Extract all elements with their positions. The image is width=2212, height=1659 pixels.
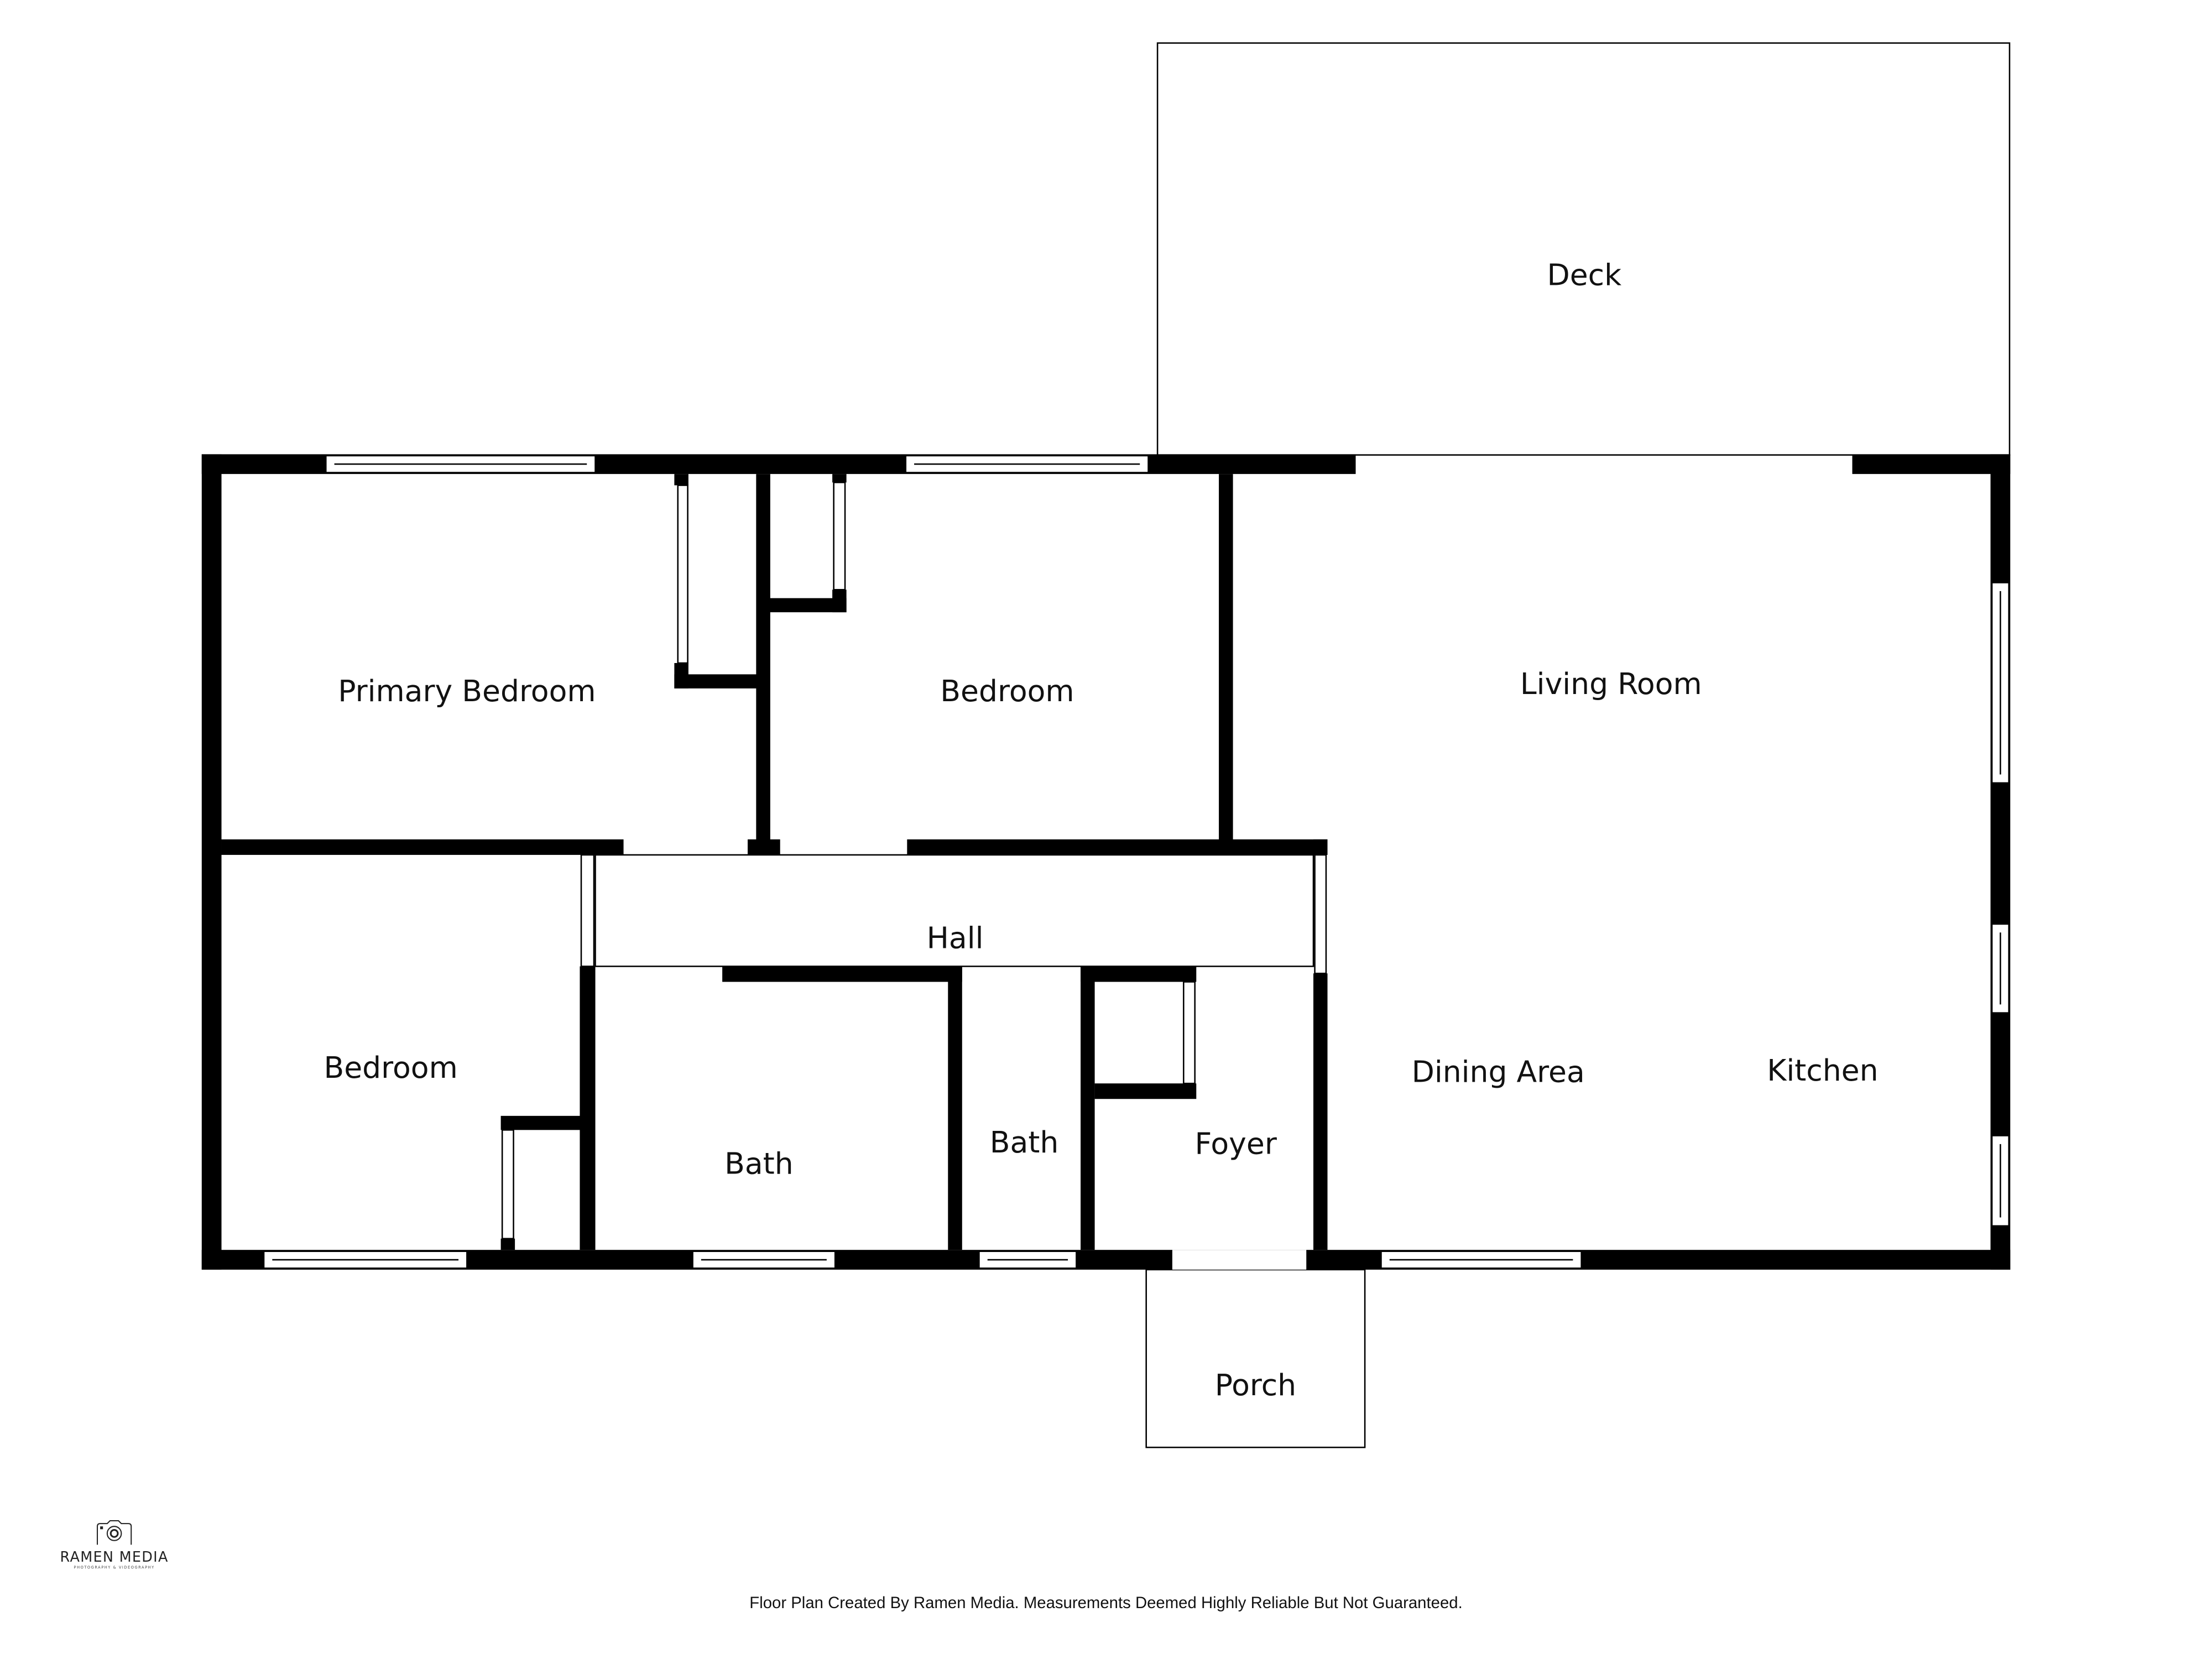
room-label-bath-2: Bath — [990, 1125, 1059, 1160]
room-label-living-room: Living Room — [1520, 666, 1702, 701]
logo-name: RAMEN MEDIA — [60, 1549, 169, 1566]
camera-icon — [96, 1520, 132, 1545]
room-label-kitchen: Kitchen — [1767, 1053, 1878, 1088]
room-label-bedroom-lower: Bedroom — [324, 1050, 457, 1085]
porch-outline — [1145, 1269, 1366, 1448]
front-door — [1172, 1250, 1307, 1270]
walls — [201, 454, 2011, 1270]
room-label-porch: Porch — [1215, 1368, 1296, 1402]
ramen-media-logo: RAMEN MEDIA PHOTOGRAPHY & VIDEOGRAPHY — [60, 1520, 169, 1570]
room-label-bath-1: Bath — [724, 1146, 794, 1181]
doorways — [501, 482, 1327, 1240]
room-label-primary-bedroom: Primary Bedroom — [338, 674, 596, 708]
deck-outline — [1156, 42, 2011, 456]
windows — [263, 455, 2010, 1270]
room-label-bedroom-upper: Bedroom — [940, 674, 1074, 708]
footer-disclaimer: Floor Plan Created By Ramen Media. Measu… — [749, 1594, 1462, 1612]
room-label-dining-area: Dining Area — [1412, 1055, 1585, 1089]
room-label-hall: Hall — [927, 920, 984, 955]
logo-tagline: PHOTOGRAPHY & VIDEOGRAPHY — [74, 1566, 155, 1570]
room-label-foyer: Foyer — [1195, 1126, 1277, 1161]
room-label-deck: Deck — [1547, 257, 1621, 292]
